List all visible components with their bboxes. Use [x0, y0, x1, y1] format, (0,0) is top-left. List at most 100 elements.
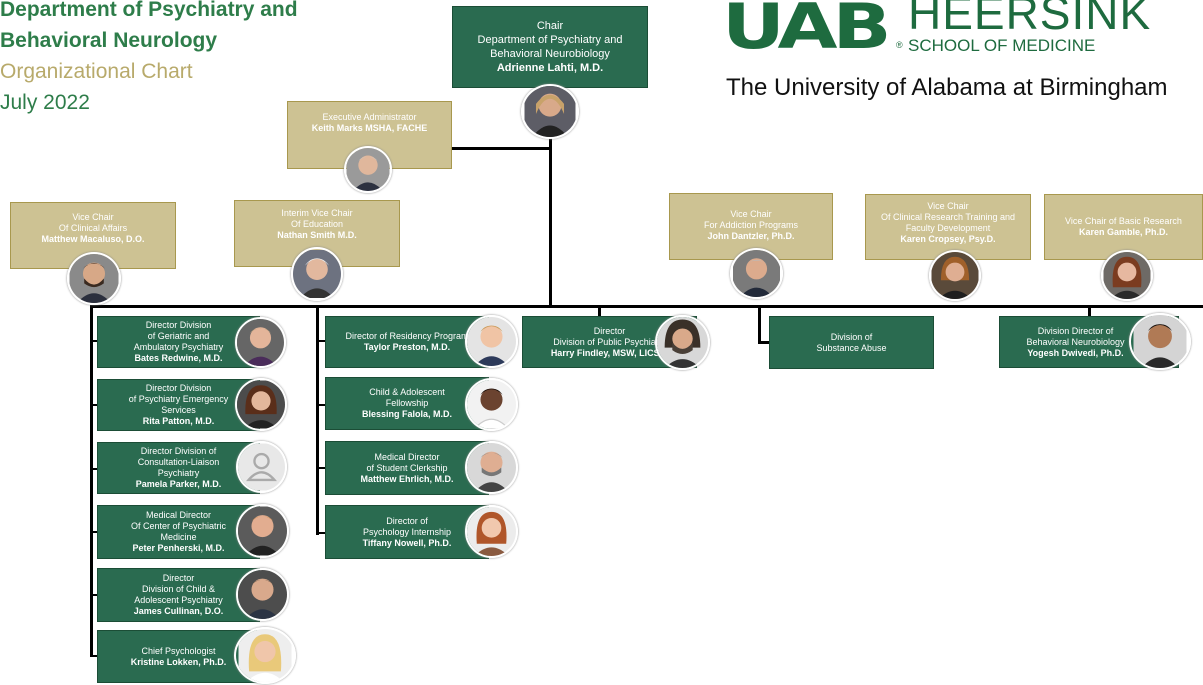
vice-chair-box: Interim Vice Chair Of Education Nathan S… [234, 200, 400, 267]
title-line-2: Behavioral Neurology [0, 29, 218, 52]
vice-chair-role-2: Of Clinical Research Training and [880, 212, 1016, 222]
vice-chair-box: Vice Chair of Basic Research Karen Gambl… [1044, 194, 1203, 260]
clinical-unit-box: Director Division of Geriatric and Ambul… [97, 316, 260, 368]
education-unit-box: Child & Adolescent Fellowship Blessing F… [325, 377, 489, 430]
clinical-unit-box: Medical Director Of Center of Psychiatri… [97, 505, 260, 559]
title-line-1: Department of Psychiatry and [0, 0, 298, 21]
connector-clinical-branch [90, 340, 100, 342]
unit-name: Harry Findley, MSW, LICSW [550, 347, 669, 358]
avatar [235, 378, 287, 431]
unit-role-2: Substance Abuse [816, 342, 887, 353]
unit-role-2: Psychology Internship [362, 526, 452, 537]
unit-role-2: Division of Child & [141, 584, 216, 594]
avatar [929, 250, 981, 301]
vice-chair-name: Karen Cropsey, Psy.D. [900, 234, 996, 244]
vice-chair-box: Vice Chair Of Clinical Research Training… [865, 194, 1031, 260]
chair-dept-line-2: Behavioral Neurobiology [490, 48, 610, 60]
vice-chair-role-2: Of Education [290, 219, 344, 229]
avatar [291, 247, 343, 301]
connector-education-vertical [316, 305, 319, 535]
chair-role: Chair [536, 20, 564, 32]
connector-clinical-branch [90, 531, 100, 533]
unit-role-1: Director Division [145, 320, 212, 330]
registered-mark: ® [896, 40, 903, 50]
avatar [236, 568, 289, 621]
vice-chair-role-1: Vice Chair [730, 209, 772, 219]
avatar [465, 378, 518, 431]
connector-clinical-branch [90, 468, 100, 470]
chair-box: Chair Department of Psychiatry and Behav… [452, 6, 648, 88]
connector-education-branch [316, 404, 326, 406]
connector-substance-horizontal [758, 341, 770, 344]
avatar [465, 441, 518, 494]
connector-clinical-branch [90, 655, 100, 657]
avatar [465, 315, 518, 368]
university-name: The University of Alabama at Birmingham [726, 74, 1168, 101]
unit-name: Kristine Lokken, Ph.D. [130, 656, 227, 667]
avatar [1101, 250, 1153, 301]
avatar [730, 248, 783, 299]
unit-role-1: Child & Adolescent [369, 387, 445, 397]
unit-name: Yogesh Dwivedi, Ph.D. [1027, 347, 1124, 358]
connector-education-branch [316, 467, 326, 469]
unit-name: Blessing Falola, M.D. [361, 409, 453, 419]
unit-name: Pamela Parker, M.D. [135, 479, 222, 489]
connector-clinical-branch [90, 404, 100, 406]
education-unit-box: Director of Psychology Internship Tiffan… [325, 505, 489, 559]
unit-role-2: Fellowship [385, 398, 429, 408]
vice-chair-name: John Dantzler, Ph.D. [707, 231, 795, 241]
avatar [655, 315, 710, 370]
chart-subtitle: Organizational Chart [0, 60, 193, 83]
clinical-unit-box: Director Division of Consultation-Liaiso… [97, 442, 260, 494]
vice-chair-role-1: Vice Chair [72, 212, 114, 222]
unit-role-2: Division of Public Psychiatry [553, 336, 666, 347]
uab-heersink-logo: UAB HEERSINK ® SCHOOL OF MEDICINE The Un… [722, 0, 1203, 110]
unit-role-2: Consultation-Liaison [137, 457, 220, 467]
vice-chair-role-3: Faculty Development [905, 223, 991, 233]
vice-chair-role-2: For Addiction Programs [703, 220, 799, 230]
avatar [236, 504, 289, 558]
unit-role-1: Director [162, 573, 195, 583]
connector-substance-vertical [758, 305, 761, 343]
chair-name: Adrienne Lahti, M.D. [496, 62, 604, 74]
unit-role-2: of Psychiatry Emergency [128, 394, 229, 404]
vice-chair-role-1: Interim Vice Chair [281, 208, 353, 218]
unit-role-2: of Student Clerkship [366, 462, 448, 473]
unit-name: Matthew Ehrlich, M.D. [360, 473, 454, 484]
uab-mark: UAB [722, 0, 892, 63]
vice-chair-role-2: Of Clinical Affairs [58, 223, 128, 233]
chair-dept-line-1: Department of Psychiatry and [477, 34, 623, 46]
exec-admin-role: Executive Administrator [322, 112, 417, 122]
unit-name: James Cullinan, D.O. [133, 606, 224, 616]
unit-role-3: Psychiatry [157, 468, 200, 478]
unit-role-1: Division of [830, 331, 873, 342]
education-unit-box: Director of Residency Program Taylor Pre… [325, 316, 489, 368]
connector-public-psych [598, 305, 601, 317]
unit-role-3: Medicine [160, 532, 197, 542]
chart-title: Department of Psychiatry and Behavioral … [0, 0, 298, 118]
vice-chair-role-1: Vice Chair of Basic Research [1065, 216, 1182, 226]
connector-education-branch [316, 532, 326, 534]
avatar [521, 84, 579, 139]
unit-role-1: Director [593, 325, 626, 336]
unit-name: Bates Redwine, M.D. [134, 353, 223, 363]
unit-role-2: of Geriatric and [147, 331, 210, 341]
chart-date: July 2022 [0, 91, 90, 114]
person-placeholder-icon [236, 441, 287, 493]
vice-chair-name: Matthew Macaluso, D.O. [41, 234, 145, 244]
school-of-medicine-text: SCHOOL OF MEDICINE [908, 36, 1096, 55]
unit-name: Rita Patton, M.D. [142, 416, 215, 426]
unit-role-1: Division Director of [1037, 325, 1114, 336]
connector-clinical-vertical [90, 305, 93, 655]
heersink-wordmark: HEERSINK [908, 0, 1152, 39]
avatar [235, 317, 286, 368]
avatar [344, 146, 392, 193]
unit-role-2: Behavioral Neurobiology [1026, 336, 1125, 347]
unit-role-2: Of Center of Psychiatric [130, 521, 227, 531]
substance-abuse-box: Division of Substance Abuse [769, 316, 934, 369]
connector-clinical-branch [90, 594, 100, 596]
unit-role-1: Medical Director [145, 510, 212, 520]
education-unit-box: Medical Director of Student Clerkship Ma… [325, 441, 489, 495]
unit-role-1: Director Division [145, 383, 212, 393]
avatar [67, 252, 121, 305]
